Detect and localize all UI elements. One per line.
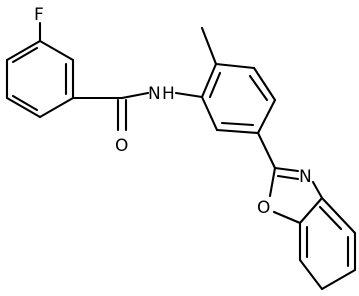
- benzo-ring: [298, 196, 357, 291]
- double-bond: [220, 121, 255, 127]
- oxazole-ring: N O: [257, 166, 324, 225]
- fluorine-atom-label: F: [34, 5, 44, 25]
- bond: [38, 96, 75, 119]
- bond: [38, 39, 75, 62]
- bond: [268, 166, 277, 198]
- amide-nitrogen-label: N: [148, 84, 161, 104]
- bond: [298, 196, 324, 225]
- amide-oxygen-label: O: [115, 136, 128, 156]
- bond: [273, 166, 300, 173]
- oxazole-nitrogen-label: N: [299, 167, 312, 187]
- double-bond: [11, 94, 39, 112]
- double-bond: [276, 174, 300, 181]
- bond: [298, 258, 324, 291]
- bond: [200, 62, 218, 99]
- bond: [200, 95, 219, 132]
- bond: [320, 268, 357, 291]
- double-bond: [11, 46, 39, 64]
- methyl-bond: [200, 26, 218, 66]
- methylphenyl-ring: [200, 62, 277, 135]
- bond: [215, 128, 260, 135]
- bond: [256, 98, 277, 135]
- bond: [272, 210, 302, 225]
- bond: [311, 180, 324, 200]
- bond: [320, 196, 357, 235]
- bond-carbonyl-n: [120, 91, 150, 100]
- bond-n-ring: [174, 91, 204, 99]
- bond: [5, 39, 42, 62]
- amide-hydrogen-label: H: [162, 84, 175, 104]
- bond: [252, 66, 277, 102]
- double-bond: [208, 71, 222, 99]
- bond-ring-benzoxazole: [256, 131, 277, 170]
- double-bond: [248, 74, 269, 102]
- fluorophenyl-ring: [5, 39, 75, 119]
- bond: [5, 96, 42, 119]
- oxazole-oxygen-label: O: [257, 198, 270, 218]
- double-bond: [318, 205, 343, 231]
- bond: [214, 62, 256, 70]
